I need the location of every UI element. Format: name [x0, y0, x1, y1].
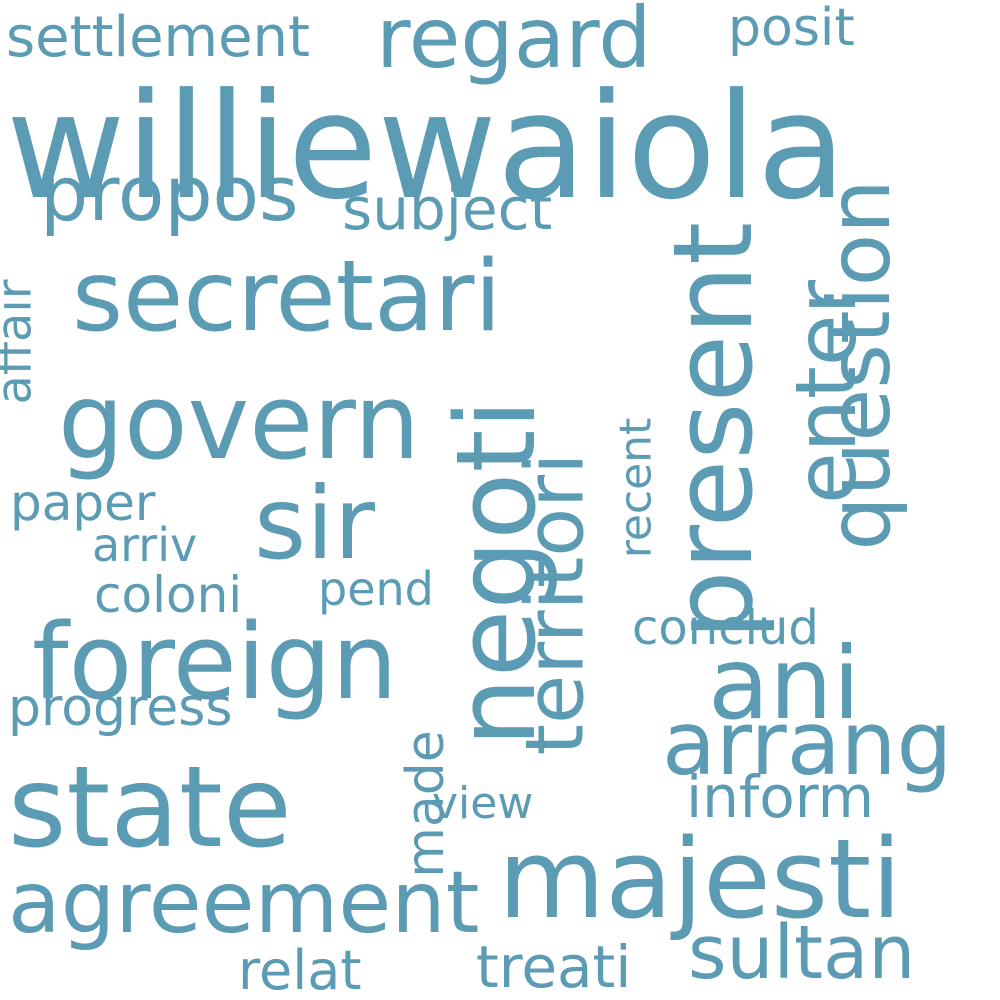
word-govern: present [649, 221, 778, 641]
word-propos: propos [40, 149, 299, 238]
word-arrang: arrang [662, 692, 953, 795]
word-question: enter [777, 279, 876, 505]
word-posit: posit [728, 0, 855, 58]
word-secretari: secretari [72, 240, 502, 354]
word-arriv: arriv [92, 518, 198, 572]
word-paper: paper [10, 474, 156, 532]
word-settlement: settlement [6, 5, 311, 70]
word-ani: ani [708, 625, 861, 742]
word-view: view [432, 778, 534, 829]
word-territori: territori [508, 452, 602, 756]
word-recent: recent [610, 417, 662, 559]
word-progress: progress [8, 678, 233, 738]
word-sir: sir [254, 465, 375, 582]
word-williewaiola: williewaiola [6, 62, 847, 232]
word-treati: treati [476, 933, 632, 1000]
word-affair: govern [58, 361, 421, 483]
word-relat: relat [238, 939, 362, 1000]
word-conclud: conclud [632, 600, 819, 656]
word-state: state [8, 743, 292, 873]
word-foreign: foreign [32, 601, 398, 723]
word-coloni: coloni [94, 566, 243, 624]
word-inform: inform [686, 763, 875, 831]
word-regard: regard [376, 0, 652, 87]
word-made: made [395, 730, 456, 878]
word-pend: pend [318, 562, 434, 616]
word-subject: subject [342, 175, 553, 243]
word-enter: affair [0, 279, 43, 405]
word-majesti: majesti [498, 815, 902, 943]
word-agreement: agreement [8, 853, 480, 953]
word-sultan: sultan [688, 910, 916, 996]
